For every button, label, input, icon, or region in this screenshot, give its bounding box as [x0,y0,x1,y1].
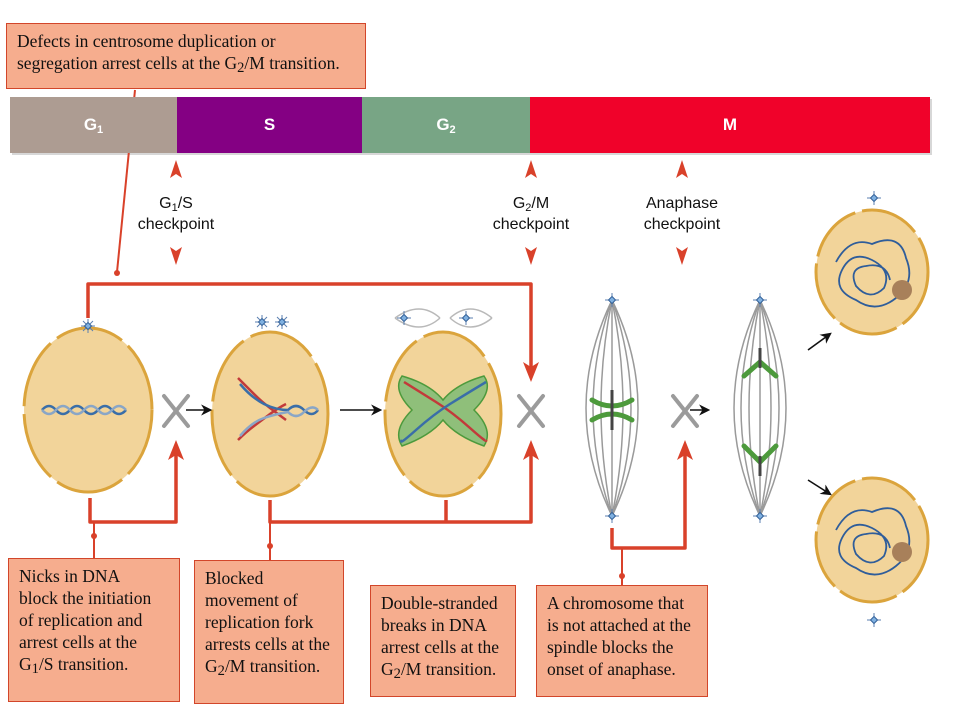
dna-condensed-blue [400,380,487,443]
daughter-cell-top [814,208,930,336]
phase-g1: G1 [10,97,177,153]
centrosome-icon [397,311,411,325]
centrosome-icon [81,319,95,333]
g2m-up-arrow-icon [525,160,537,178]
phase-g2: G2 [362,97,530,153]
dna-replicating-blue [239,383,319,416]
phase-label-m: M [722,115,738,134]
dna-replicating-blue-2 [239,406,319,437]
g1s-bottom-arrowhead-icon [168,440,184,460]
checkpoint-label-g1s: G1/S checkpoint [137,195,215,233]
chromatin-tangle-bottom [835,507,911,576]
centrosome-leader-dot [114,270,120,276]
centrosome-icon [753,293,767,307]
phase-label-g2: G2 [436,115,456,136]
fork-feedback-loop [268,452,533,524]
centrosome-feedback-loop [86,282,533,370]
spindle-metaphase [585,299,639,517]
flow-arrow-icon [807,479,832,496]
anaphase-down-arrow-icon [676,247,688,265]
checkpoint-block-x-icon [671,394,699,428]
spindle-anaphase [733,299,787,517]
centrosome-icon [275,315,289,329]
centrosome-icon [605,293,619,307]
nicks-feedback-loop [88,452,178,524]
g1s-down-arrow-icon [170,247,182,265]
note-centrosome-defects: Defects in centrosome duplication or seg… [6,23,366,89]
cell-g1 [22,319,154,494]
centrosome-icon [867,191,881,205]
note-unattached-chromosome: A chromosome that is not attached at the… [536,585,708,697]
g2-centrosome-pair [394,308,493,328]
nicks-leader-dot [91,533,97,539]
phase-m: M [530,97,930,153]
chromosome-leader-dot [619,573,625,579]
centrosome-icon [753,509,767,523]
dna-strand-g1-b [41,404,127,416]
anaphase-up-arrow-icon [676,160,688,178]
centrosome-icon [255,315,269,329]
checkpoint-block-x-icon [162,394,190,428]
g2m-top-arrowhead-icon [523,362,539,382]
blocked-leader-dot [267,543,273,549]
daughter-cell-bottom [814,476,930,604]
checkpoint-label-g2m: G2/M checkpoint [492,195,570,233]
cell-g2 [383,308,503,498]
phase-label-g1: G1 [83,115,104,136]
checkpoint-label-anaphase: Anaphase checkpoint [643,195,721,233]
note-blocked-fork: Blocked movement of replication fork arr… [194,560,344,704]
g1s-up-arrow-icon [170,160,182,178]
cell-s [210,315,330,498]
phase-s: S [177,97,362,153]
phase-label-s: S [263,115,276,134]
feedback-lines [86,89,693,586]
flow-arrow-icon [807,332,832,351]
g2m-down-arrow-icon [525,247,537,265]
anaphase-bottom-arrowhead-icon [677,440,693,460]
chromatin-tangle-top [835,239,911,308]
nucleolus-bottom [892,542,912,562]
flow-arrows [186,332,832,496]
g2m-bottom-arrowhead-icon [523,440,539,460]
nucleolus-top [892,280,912,300]
centrosome-icon [605,509,619,523]
dna-condensed-red [403,380,488,442]
centrosome-icon [459,311,473,325]
anaphase-feedback-loop [610,452,687,550]
checkpoint-block-x-icon [517,394,545,428]
centrosome-icon [867,613,881,627]
note-double-strand-breaks: Double-stranded breaks in DNA arrest cel… [370,585,516,697]
checkpoint-arrows [170,160,688,265]
note-dna-nicks: Nicks in DNA block the initiation of rep… [8,558,180,702]
